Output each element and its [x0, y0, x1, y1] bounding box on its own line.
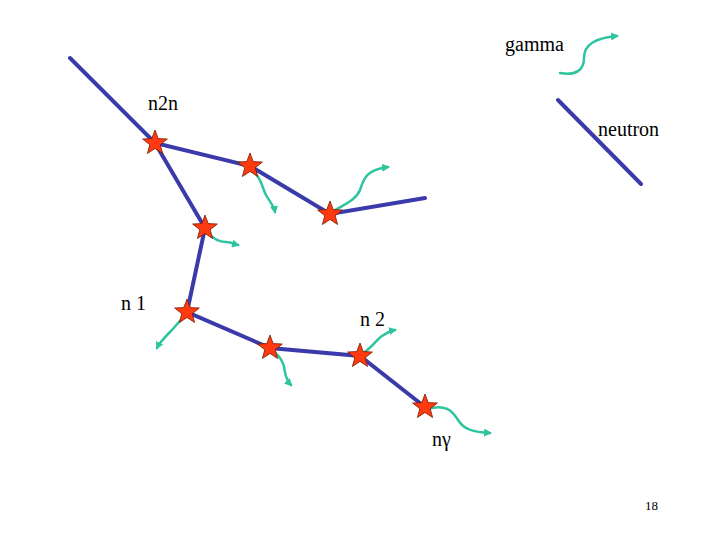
legend-neutron-line — [558, 100, 641, 184]
legend-gamma-squiggle — [560, 36, 617, 74]
reaction-label: n2n — [148, 93, 178, 113]
legend-text: neutron — [598, 119, 659, 139]
reaction-label: n 2 — [360, 309, 385, 329]
interaction-stars — [143, 130, 438, 418]
legend-text: gamma — [505, 34, 564, 54]
gamma-rays — [157, 36, 617, 433]
reaction-label: nγ — [432, 429, 451, 449]
page-number: 18 — [645, 499, 658, 512]
reaction-label: n 1 — [121, 293, 146, 313]
neutron-paths — [70, 58, 641, 407]
